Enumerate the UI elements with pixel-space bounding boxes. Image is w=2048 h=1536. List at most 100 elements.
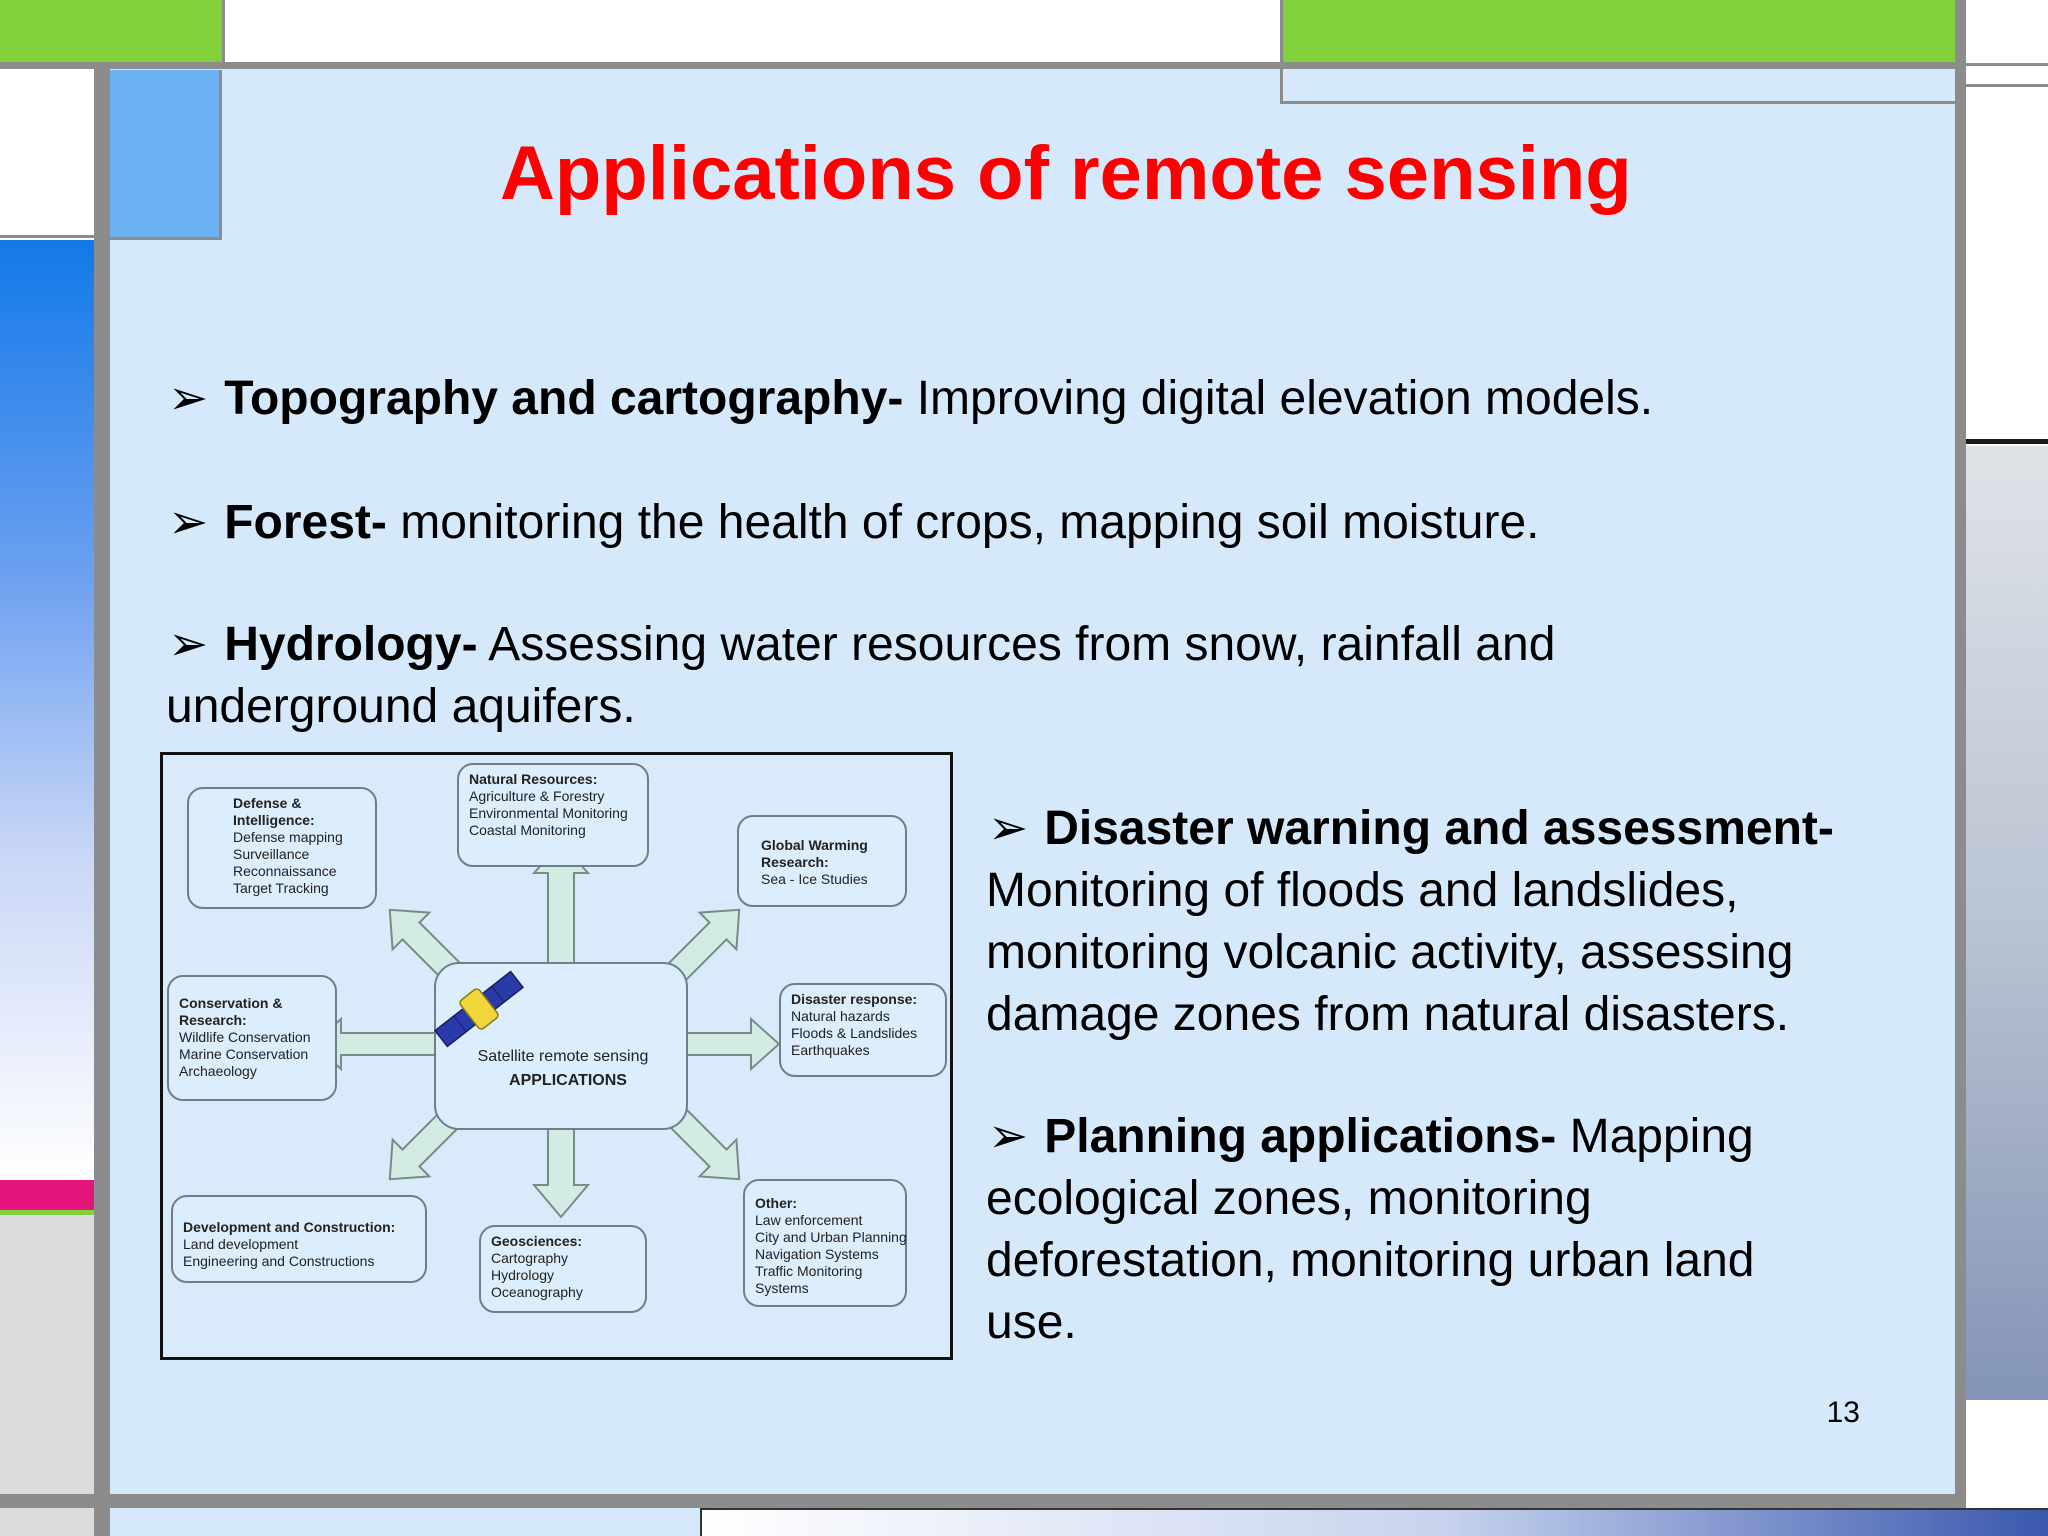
arrow-up-left (388, 908, 462, 982)
node-item: Agriculture & Forestry (469, 788, 605, 804)
center-label-line2: APPLICATIONS (509, 1072, 627, 1089)
bullet-planning-line-3: use. (986, 1296, 1077, 1349)
node-heading: Disaster response: (791, 991, 918, 1007)
top-left-blue-square (110, 70, 222, 240)
bullet-hydrology-cont: underground aquifers. (166, 680, 636, 733)
bullet-disaster-line-3: damage zones from natural disasters. (986, 988, 1790, 1041)
bullet-disaster: ➢ Disaster warning and assessment- (988, 798, 1834, 860)
node-item: Oceanography (491, 1284, 583, 1300)
node-item: Natural hazards (791, 1008, 890, 1024)
arrow-up-right (667, 908, 741, 982)
bullet-term: Disaster warning and assessment- (1044, 802, 1834, 855)
node-item: Navigation Systems (755, 1246, 879, 1262)
node-conservation: Conservation & Research: Wildlife Conser… (167, 975, 337, 1101)
node-item: Environmental Monitoring (469, 805, 628, 821)
node-item: Traffic Monitoring (755, 1263, 863, 1279)
node-item: Wildlife Conservation (179, 1029, 311, 1045)
node-item: Surveillance (233, 846, 310, 862)
node-heading: Research: (179, 1012, 247, 1028)
node-heading: Conservation & (179, 995, 283, 1011)
bullet-planning-line-1: ecological zones, monitoring (986, 1172, 1592, 1225)
bullet-arrow-icon: ➢ (168, 372, 209, 425)
node-item: Engineering and Constructions (183, 1253, 375, 1269)
bullet-text: Improving digital elevation models. (903, 372, 1654, 425)
arrow-down-right (667, 1107, 741, 1181)
node-item: Hydrology (491, 1267, 555, 1283)
right-white-box-mid (1966, 84, 2048, 444)
node-heading: Defense & (233, 795, 302, 811)
left-white-box (0, 70, 96, 238)
node-item: City and Urban Planning (755, 1229, 907, 1245)
bullet-arrow-icon: ➢ (988, 802, 1029, 855)
top-gray-line (0, 62, 1962, 69)
right-gradient-panel (1966, 446, 2048, 1400)
bullet-arrow-icon: ➢ (168, 496, 209, 549)
node-item: Floods & Landslides (791, 1025, 918, 1041)
node-item: Law enforcement (755, 1212, 863, 1228)
right-white-box-top (1966, 0, 2048, 66)
bullet-arrow-icon: ➢ (168, 618, 209, 671)
center-box-shape (434, 962, 688, 1130)
slide-title: Applications of remote sensing (500, 131, 1632, 216)
node-item: Sea - Ice Studies (761, 871, 868, 887)
bullet-planning-line-2: deforestation, monitoring urban land (986, 1234, 1755, 1287)
node-item: Land development (183, 1236, 299, 1252)
node-defense: Defense & Intelligence: Defense mapping … (187, 787, 377, 909)
node-heading: Intelligence: (233, 812, 315, 828)
bullet-text: monitoring the health of crops, mapping … (386, 496, 1540, 549)
center-label-line1: Satellite remote sensing (477, 1048, 649, 1065)
top-white-box (222, 0, 1280, 64)
node-item: Earthquakes (791, 1042, 870, 1058)
node-development: Development and Construction: Land devel… (171, 1195, 427, 1283)
node-heading: Natural Resources: (469, 771, 598, 787)
top-green-bar-right (1280, 0, 1958, 64)
applications-diagram: Satellite remote sensing APPLICATIONS De… (160, 752, 953, 1360)
node-item: Systems (755, 1280, 809, 1296)
bullet-text: Mapping (1556, 1110, 1754, 1163)
node-item: Defense mapping (233, 829, 343, 845)
node-natural-resources: Natural Resources: Agriculture & Forestr… (457, 763, 649, 867)
bullet-term: Topography and cartography- (224, 372, 904, 425)
bullet-term: Hydrology- (224, 618, 478, 671)
node-other: Other: Law enforcement City and Urban Pl… (743, 1179, 907, 1307)
top-right-outline-box (1280, 64, 1962, 104)
bullet-arrow-icon: ➢ (988, 1110, 1029, 1163)
bullet-planning: ➢ Planning applications- Mapping (988, 1106, 1754, 1168)
bullet-term: Forest- (224, 496, 387, 549)
node-item: Cartography (491, 1250, 569, 1266)
satellite-icon (433, 970, 525, 1048)
node-item: Reconnaissance (233, 863, 337, 879)
bullet-hydrology: ➢ Hydrology- Assessing water resources fr… (168, 614, 1555, 676)
node-geosciences: Geosciences: Cartography Hydrology Ocean… (479, 1225, 647, 1313)
bullet-text: Assessing water resources from snow, rai… (477, 618, 1556, 671)
node-global-warming: Global Warming Research: Sea - Ice Studi… (737, 815, 907, 907)
node-heading: Geosciences: (491, 1233, 583, 1249)
node-item: Coastal Monitoring (469, 822, 586, 838)
node-heading: Development and Construction: (183, 1219, 396, 1235)
arrow-right (686, 1016, 781, 1072)
node-item: Archaeology (179, 1063, 257, 1079)
left-gradient-bar (0, 240, 96, 1180)
node-heading: Other: (755, 1195, 797, 1211)
top-green-bar-left (0, 0, 222, 64)
bullet-forest: ➢ Forest- monitoring the health of crops,… (168, 492, 1540, 554)
arrow-down (531, 1128, 591, 1219)
bullet-disaster-line-1: Monitoring of floods and landslides, (986, 864, 1739, 917)
diagram-arrows (311, 841, 781, 1219)
bullet-topography: ➢ Topography and cartography- Improving d… (168, 368, 1653, 430)
left-pink-bar (0, 1180, 96, 1210)
bullet-term: Planning applications- (1044, 1110, 1557, 1163)
bottom-gray-line (0, 1494, 1966, 1508)
bottom-gradient-box (700, 1508, 2048, 1536)
right-gray-line (1955, 0, 1966, 1536)
node-disaster-response: Disaster response: Natural hazards Flood… (779, 983, 947, 1077)
node-heading: Global Warming (761, 837, 868, 853)
node-item: Target Tracking (233, 880, 329, 896)
bullet-disaster-line-2: monitoring volcanic activity, assessing (986, 926, 1794, 979)
page-number: 13 (1826, 1396, 1860, 1429)
left-gray-line (94, 66, 110, 1536)
node-heading: Research: (761, 854, 829, 870)
left-gray-lower (0, 1215, 96, 1536)
left-green-line (0, 1210, 100, 1215)
node-item: Marine Conservation (179, 1046, 309, 1062)
